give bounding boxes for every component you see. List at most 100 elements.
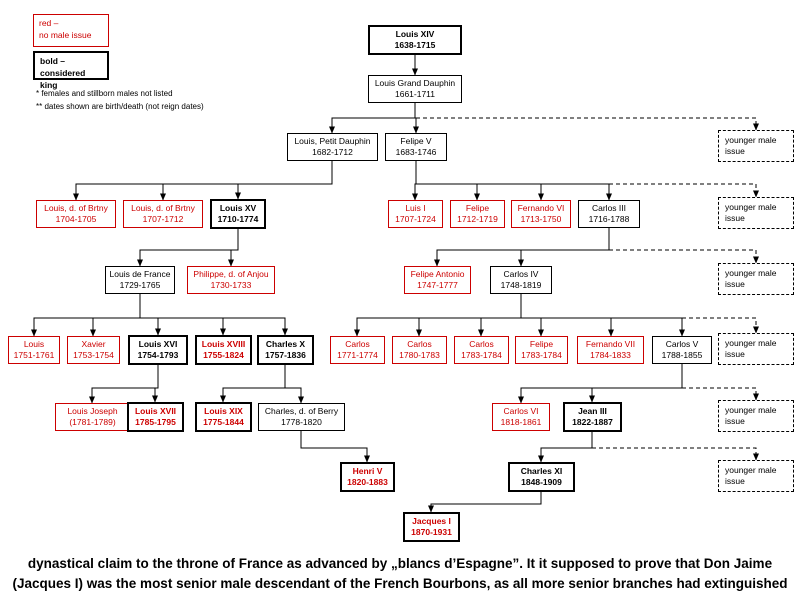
legend-bold-line2: considered king	[40, 67, 86, 90]
tree-node-label: 1753-1754	[73, 350, 114, 360]
tree-node-label: Louis, Petit Dauphin	[294, 135, 371, 146]
legend-bold-line1: bold –	[40, 56, 66, 66]
tree-node-label: 1729-1765	[119, 280, 161, 290]
tree-node-label: 1848-1909	[521, 477, 562, 487]
tree-node-label: 1638-1715	[394, 40, 436, 50]
tree-node-label: 1822-1887	[572, 417, 613, 427]
tree-node-label: Louis XVIII	[201, 338, 246, 349]
tree-node-label: Jacques I	[412, 515, 451, 526]
tree-node-label: Charles XI	[520, 465, 563, 476]
tree-node-label: younger male	[725, 201, 777, 212]
tree-node-label: Carlos	[407, 338, 432, 349]
tree-node-label: Xavier	[81, 338, 106, 349]
tree-node-label: 1748-1819	[500, 280, 542, 290]
tree-node-label: Philippe, d. of Anjou	[193, 268, 269, 279]
tree-node-label: issue	[725, 349, 745, 359]
tree-node-label: 1747-1777	[417, 280, 458, 290]
tree-node-label: 1707-1724	[395, 214, 436, 224]
tree-node-label: Carlos	[469, 338, 494, 349]
tree-node-label: 1820-1883	[347, 477, 388, 487]
tree-node-label: 1783-1784	[521, 350, 562, 360]
tree-node-label: 1784-1833	[590, 350, 631, 360]
tree-node-label: Louis XIV	[395, 28, 435, 39]
legend-red-meaning: red – no male issue	[33, 14, 109, 47]
tree-node-label: younger male	[725, 464, 777, 475]
tree-node-label: younger male	[725, 337, 777, 348]
legend-bold-meaning: bold – considered king	[33, 51, 109, 90]
tree-node-label: 1751-1761	[13, 350, 55, 360]
footnote-dates: ** dates shown are birth/death (not reig…	[36, 101, 204, 111]
tree-node-label: 1783-1784	[461, 350, 502, 360]
tree-node-label: Louis XV	[219, 202, 257, 213]
diagram-caption: dynastical claim to the throne of France…	[0, 554, 800, 595]
tree-node-label: Louis XVI	[138, 338, 178, 349]
tree-node-label: 1755-1824	[203, 350, 244, 360]
tree-node-label: Louis Grand Dauphin	[374, 77, 456, 88]
tree-node-label: Fernando VI	[517, 202, 565, 213]
tree-node-label: (1781-1789)	[69, 417, 116, 427]
tree-node-label: Felipe	[529, 338, 554, 349]
legend-red-line1: red –	[39, 18, 59, 28]
tree-node-label: Louis XVII	[134, 405, 177, 416]
tree-node-label: 1780-1783	[399, 350, 440, 360]
tree-node-label: 1716-1788	[588, 214, 630, 224]
tree-node-label: Louis, d. of Brtny	[44, 202, 108, 213]
tree-node-label: Carlos IV	[503, 268, 539, 279]
tree-node-label: Felipe V	[400, 135, 432, 146]
tree-node-label: issue	[725, 213, 745, 223]
tree-node-label: Fernando VII	[585, 338, 636, 349]
tree-node-label: Charles, d. of Berry	[264, 405, 339, 416]
legend-red-line2: no male issue	[39, 29, 92, 40]
tree-node-label: 1775-1844	[203, 417, 244, 427]
tree-node-label: 1712-1719	[457, 214, 498, 224]
footnote-females: * females and stillborn males not listed	[36, 89, 173, 98]
tree-node-label: Jean III	[578, 405, 607, 416]
tree-node-label: 1757-1836	[265, 350, 306, 360]
tree-node-label: Henri V	[352, 465, 383, 476]
tree-node-label: 1704-1705	[55, 214, 97, 224]
tree-node-label: Louis Joseph	[67, 405, 118, 416]
tree-node-label: Carlos	[345, 338, 370, 349]
tree-node-louis-joseph: Louis Joseph(1781-1789)	[55, 403, 130, 431]
tree-node-label: younger male	[725, 134, 777, 145]
tree-node-label: 1730-1733	[210, 280, 252, 290]
tree-node-label: 1771-1774	[337, 350, 378, 360]
tree-node-label: Carlos VI	[503, 405, 539, 416]
tree-node-label: Louis, d. of Brtny	[131, 202, 195, 213]
tree-node-label: Louis XIX	[204, 405, 243, 416]
tree-node-label: Charles X	[265, 338, 306, 349]
tree-node-label: Felipe Antonio	[410, 268, 465, 279]
caption-line1: dynastical claim to the throne of France…	[27, 555, 773, 571]
tree-node-label: 1710-1774	[217, 214, 259, 224]
